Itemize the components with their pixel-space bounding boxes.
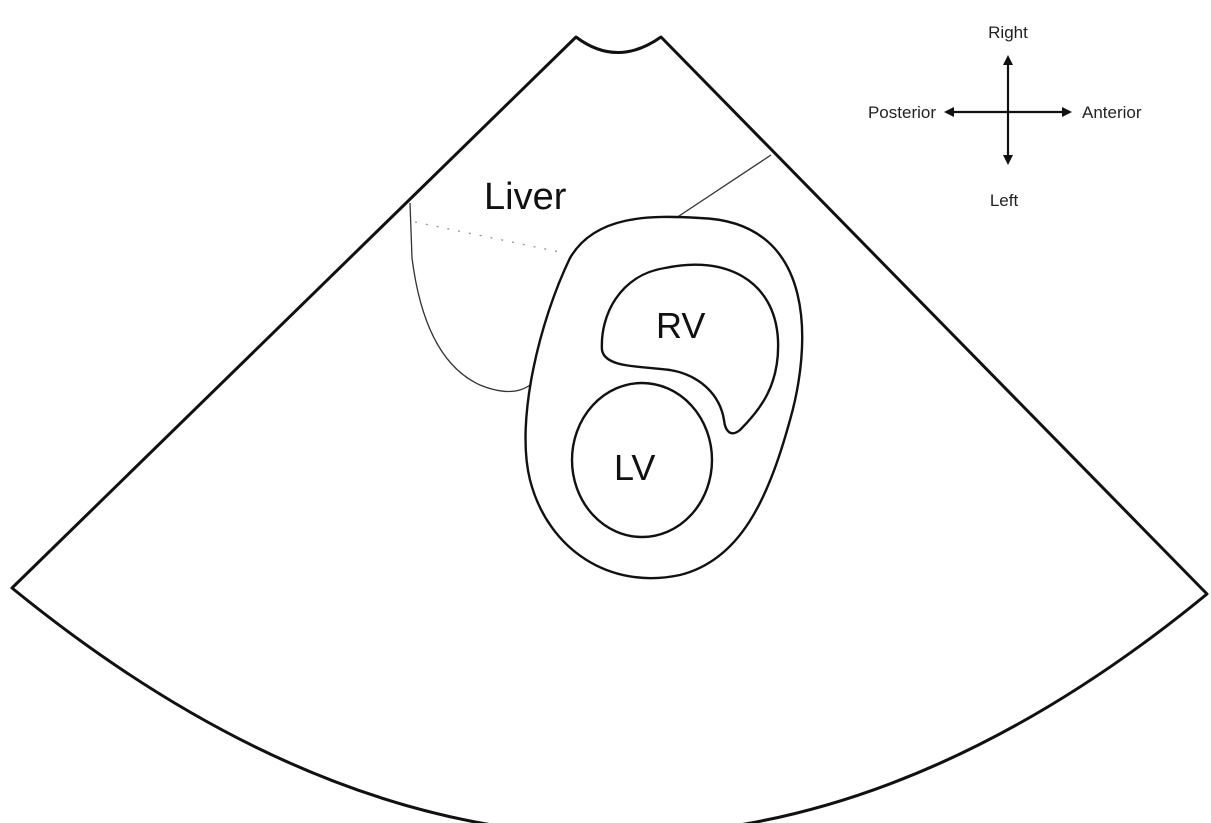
liver-label: Liver bbox=[484, 176, 567, 218]
compass-label-left: Left bbox=[990, 191, 1019, 210]
compass-label-anterior: Anterior bbox=[1082, 103, 1142, 122]
liver-upper-boundary bbox=[676, 155, 771, 218]
right-ventricle-contour bbox=[602, 265, 778, 434]
compass-label-posterior: Posterior bbox=[868, 103, 936, 122]
liver-lower-boundary bbox=[410, 203, 530, 392]
liver-dotted-boundary bbox=[415, 222, 560, 252]
ultrasound-sector-outline bbox=[12, 37, 1207, 823]
heart-outer-contour bbox=[526, 217, 803, 578]
lv-label: LV bbox=[614, 447, 655, 488]
orientation-compass: Right Left Posterior Anterior bbox=[868, 23, 1142, 210]
compass-label-right: Right bbox=[988, 23, 1028, 42]
rv-label: RV bbox=[656, 305, 705, 346]
